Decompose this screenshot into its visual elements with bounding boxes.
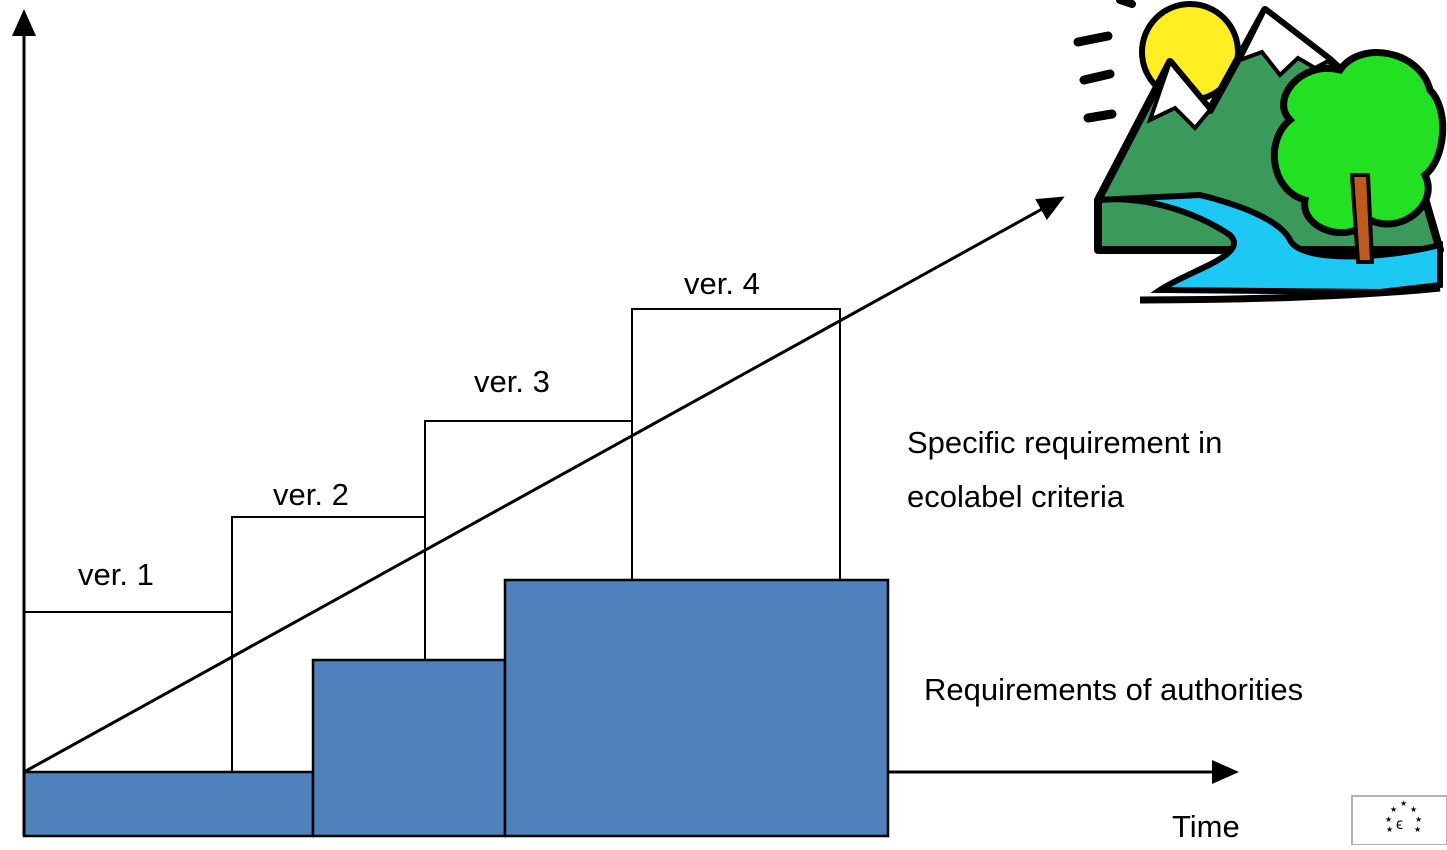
version-step-4 [631, 308, 841, 580]
version-step-2 [231, 516, 426, 660]
svg-text:★: ★ [1390, 805, 1397, 814]
authority-block-2 [311, 658, 507, 838]
version-step-3 [424, 420, 633, 580]
trend-arrow [23, 196, 1065, 774]
authorities-label: Requirements of authorities [924, 672, 1303, 707]
svg-text:★: ★ [1385, 815, 1392, 824]
svg-text:ϵ: ϵ [1396, 816, 1403, 833]
svg-text:★: ★ [1415, 815, 1422, 824]
version-label-4: ver. 4 [684, 266, 760, 301]
version-steps [23, 308, 841, 772]
version-label-3: ver. 3 [474, 364, 550, 399]
version-label-2: ver. 2 [273, 477, 349, 512]
svg-text:★: ★ [1414, 825, 1421, 834]
svg-text:★: ★ [1400, 799, 1407, 808]
nature-landscape-clipart-icon [1073, 0, 1447, 304]
specific-requirement-label-line2: ecolabel criteria [907, 479, 1125, 514]
x-axis-label: Time [1172, 809, 1240, 844]
authority-block-1 [22, 770, 315, 838]
svg-text:★: ★ [1410, 805, 1417, 814]
authority-block-3 [503, 578, 890, 838]
specific-requirement-label-line1: Specific requirement in [907, 425, 1222, 460]
svg-text:★: ★ [1386, 825, 1393, 834]
version-label-1: ver. 1 [78, 557, 154, 592]
version-step-1 [23, 611, 233, 772]
authority-blocks [22, 578, 890, 838]
eu-ecolabel-logo-icon: ★ ★ ★ ★ ★ ★ ★ ϵ [1351, 795, 1447, 846]
